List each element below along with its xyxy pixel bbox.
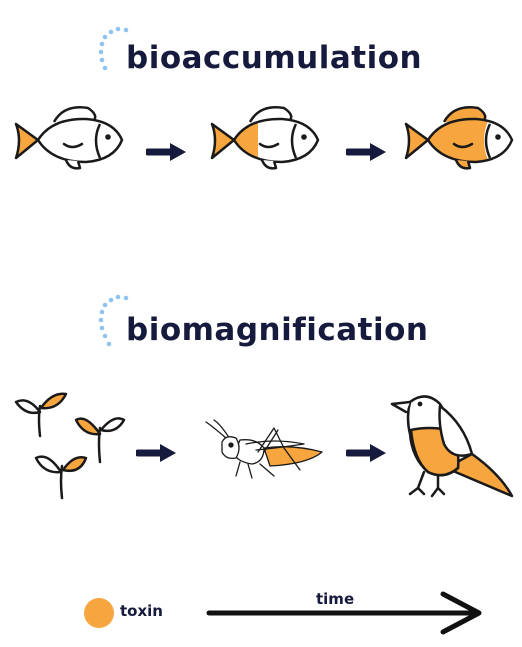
dots-arc-decoration	[98, 26, 129, 71]
time-axis-label: time	[316, 590, 355, 608]
arrow-right-icon	[346, 444, 386, 462]
toxin-legend-swatch	[84, 598, 114, 628]
grasshopper-icon	[205, 419, 323, 479]
fish-stage-2	[210, 106, 320, 170]
time-arrow-icon	[206, 591, 482, 635]
toxin-legend-label: toxin	[120, 602, 163, 620]
fish-stage-1	[14, 106, 124, 170]
heading-bioaccumulation: bioaccumulation	[126, 40, 423, 76]
sprout-icon	[14, 392, 126, 500]
arrow-right-icon	[346, 143, 386, 161]
arrow-right-icon	[146, 143, 186, 161]
dots-arc-decoration	[98, 294, 129, 347]
heading-biomagnification: biomagnification	[126, 312, 429, 348]
bird-icon	[390, 395, 514, 498]
arrow-right-icon	[136, 444, 176, 462]
fish-stage-3	[404, 106, 514, 170]
